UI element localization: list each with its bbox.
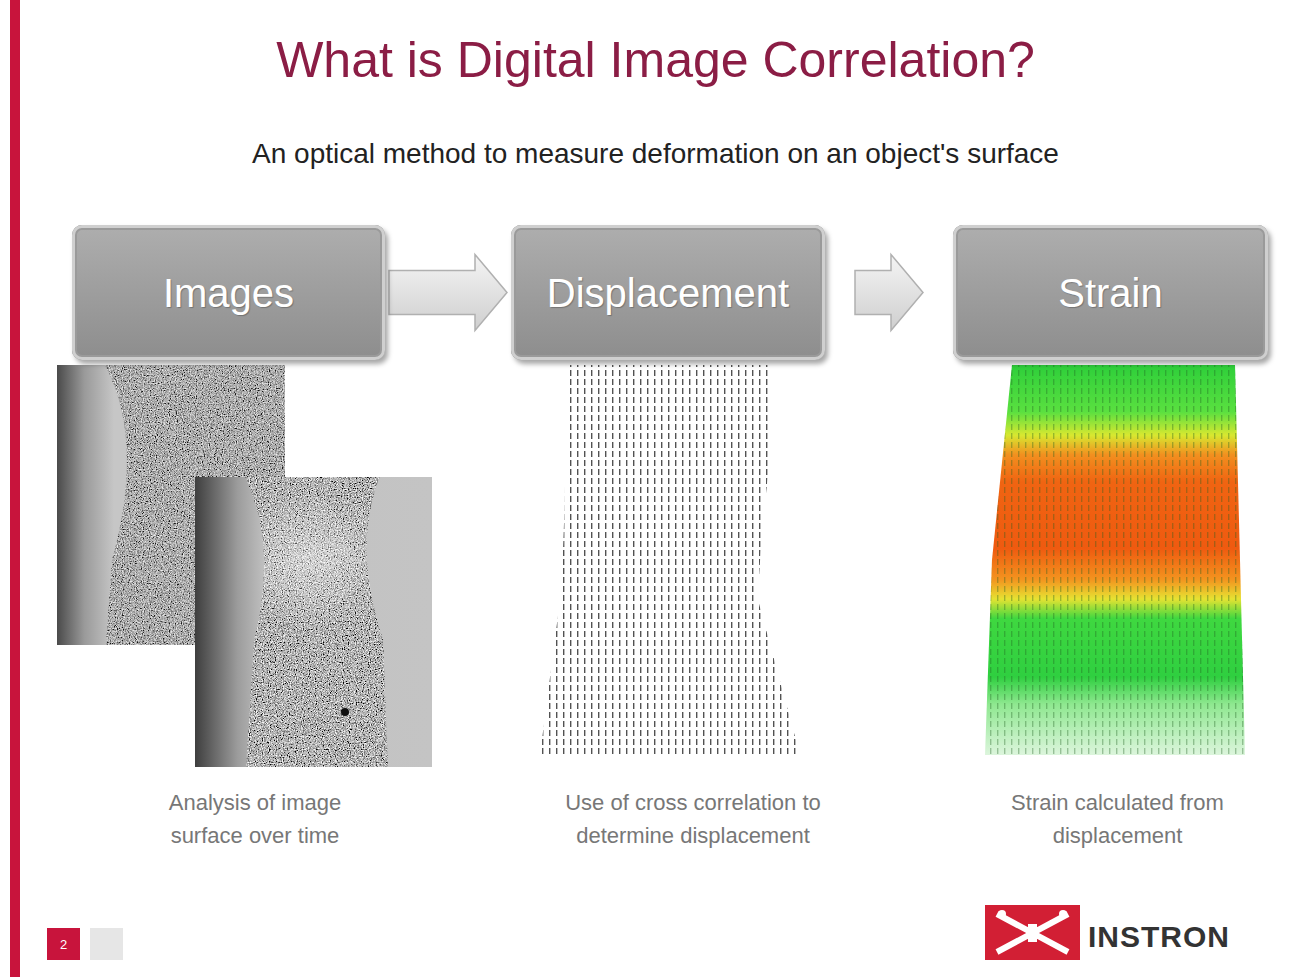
strain-map [985,365,1245,755]
logo-mark [985,905,1080,960]
process-box: Displacement [511,225,825,360]
caption: Use of cross correlation to determine di… [523,786,863,852]
speckle-dot [341,708,349,716]
process-box: Strain [953,225,1268,360]
process-box: Images [72,225,385,360]
speckle-specimen [195,477,432,767]
box-label: Images [163,270,294,316]
caption: Analysis of image surface over time [145,786,365,852]
box-label: Displacement [547,270,789,316]
box-label: Strain [1058,270,1163,316]
displacement-vectors [540,365,800,755]
page-marker [47,928,80,960]
side-bar [10,0,20,977]
strain-vectors [985,365,1245,755]
caption: Strain calculated from displacement [1010,786,1225,852]
block-arrow [855,255,923,331]
subtitle: An optical method to measure deformation… [0,133,1311,175]
logo-text: INSTRON [1088,914,1278,959]
page-number: 2 [47,935,80,955]
block-arrow [389,255,507,331]
slide-title: What is Digital Image Correlation? [0,30,1311,90]
photo-background [195,477,432,767]
page-marker [90,928,123,960]
